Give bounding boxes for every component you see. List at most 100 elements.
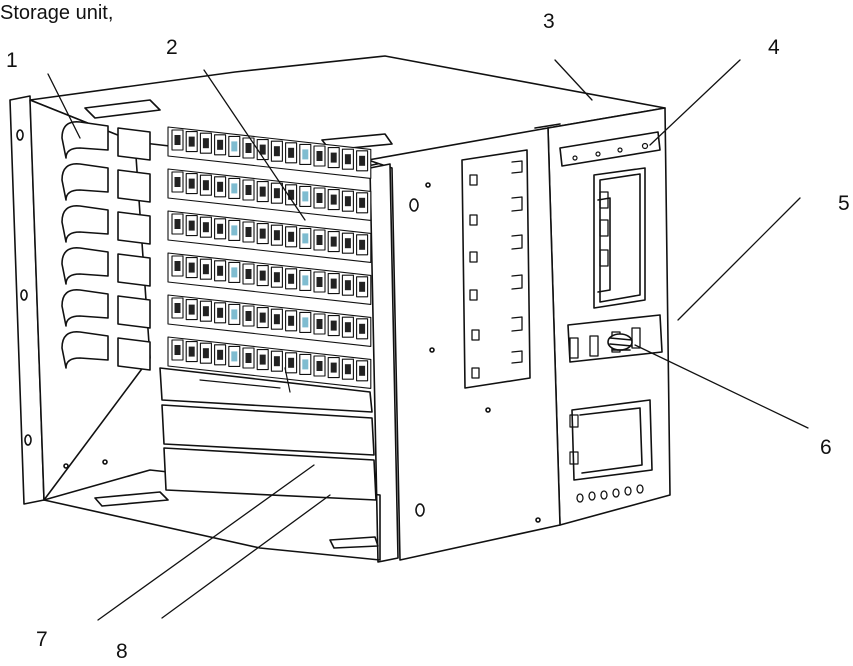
adapter-port-core bbox=[288, 231, 295, 242]
adapter-port-core bbox=[174, 261, 181, 271]
adapter-port-core bbox=[259, 312, 266, 323]
adapter-port-core bbox=[330, 152, 337, 163]
adapter-port-core bbox=[344, 196, 351, 207]
adapter-panel bbox=[167, 126, 372, 389]
adapter-port-core bbox=[231, 225, 238, 236]
bracket-holes bbox=[572, 142, 649, 161]
adapter-port-core bbox=[217, 349, 224, 360]
adapter-port-core bbox=[202, 348, 209, 359]
adapter-port-core bbox=[245, 227, 252, 237]
diagram-title: Storage unit, bbox=[0, 2, 114, 24]
adapter-port-core bbox=[273, 272, 280, 283]
flange-hole bbox=[415, 503, 425, 517]
adapter-port-core bbox=[316, 319, 323, 329]
adapter-port-core bbox=[259, 354, 266, 365]
adapter-port-core bbox=[330, 194, 337, 205]
side-port-holes bbox=[576, 484, 644, 503]
adapter-port-core bbox=[359, 155, 366, 166]
callout-3: 3 bbox=[543, 10, 555, 33]
adapter-port-core bbox=[231, 309, 238, 320]
adapter-port-core bbox=[273, 188, 280, 199]
adapter-port-core bbox=[202, 222, 209, 233]
adapter-port-core bbox=[302, 275, 309, 286]
top-bracket bbox=[559, 131, 661, 167]
adapter-port-core bbox=[259, 270, 266, 281]
adapter-port-core bbox=[359, 239, 366, 250]
adapter-port-core bbox=[288, 315, 295, 326]
flange-hole bbox=[24, 434, 32, 446]
adapter-port-core bbox=[330, 320, 337, 331]
adapter-port-core bbox=[359, 281, 366, 292]
adapter-port-core bbox=[359, 197, 366, 208]
adapter-port-core bbox=[174, 135, 181, 145]
adapter-port-core bbox=[174, 177, 181, 187]
adapter-port-core bbox=[316, 361, 323, 371]
adapter-port-core bbox=[259, 186, 266, 197]
adapter-port-core bbox=[188, 178, 195, 189]
inner-window-upper bbox=[593, 167, 646, 309]
adapter-row bbox=[167, 294, 372, 347]
adapter-port-core bbox=[245, 269, 252, 279]
storage-trays bbox=[159, 367, 377, 501]
adapter-port-core bbox=[273, 314, 280, 325]
callout-6: 6 bbox=[820, 436, 832, 459]
adapter-port-core bbox=[344, 238, 351, 249]
adapter-port-core bbox=[316, 193, 323, 203]
adapter-port-core bbox=[302, 359, 309, 370]
adapter-port-core bbox=[288, 273, 295, 284]
cable-guides bbox=[61, 121, 109, 369]
adapter-port-core bbox=[188, 304, 195, 315]
adapter-port-core bbox=[359, 323, 366, 334]
adapter-port-core bbox=[316, 277, 323, 287]
adapter-port-core bbox=[259, 228, 266, 239]
adapter-port-core bbox=[302, 233, 309, 244]
adapter-port-core bbox=[273, 230, 280, 241]
adapter-port-core bbox=[330, 362, 337, 373]
adapter-port-core bbox=[231, 267, 238, 278]
adapter-row bbox=[167, 168, 372, 221]
adapter-port-core bbox=[217, 181, 224, 192]
adapter-port-core bbox=[245, 185, 252, 195]
cassette-rails bbox=[117, 127, 151, 371]
door-slots bbox=[469, 160, 523, 379]
adapter-port-core bbox=[302, 317, 309, 328]
adapter-row bbox=[167, 252, 372, 305]
adapter-port-core bbox=[344, 364, 351, 375]
callout-4: 4 bbox=[768, 36, 780, 59]
adapter-port-core bbox=[231, 183, 238, 194]
adapter-port-core bbox=[302, 149, 309, 160]
adapter-port-core bbox=[202, 306, 209, 317]
adapter-port-core bbox=[288, 189, 295, 200]
adapter-port-core bbox=[344, 322, 351, 333]
bottom-tray bbox=[43, 469, 381, 561]
bottom-slot bbox=[94, 491, 169, 507]
adapter-port-core bbox=[217, 307, 224, 318]
callout-7: 7 bbox=[36, 628, 48, 651]
adapter-port-core bbox=[273, 146, 280, 157]
adapter-port-core bbox=[174, 303, 181, 313]
adapter-port-core bbox=[259, 144, 266, 155]
lower-opening bbox=[571, 399, 653, 481]
adapter-port-core bbox=[174, 345, 181, 355]
bottom-slot-front bbox=[329, 536, 379, 549]
flange-hole bbox=[409, 198, 419, 212]
door-slot-plate bbox=[461, 149, 531, 389]
adapter-port-core bbox=[202, 264, 209, 275]
callout-8: 8 bbox=[116, 640, 128, 663]
adapter-port-core bbox=[188, 136, 195, 147]
flange-hole bbox=[20, 289, 28, 301]
leader-lines bbox=[47, 59, 809, 621]
adapter-port-core bbox=[330, 236, 337, 247]
adapter-port-core bbox=[245, 353, 252, 363]
adapter-port-core bbox=[344, 154, 351, 165]
adapter-port-core bbox=[202, 180, 209, 191]
right-mounting-flange bbox=[369, 163, 399, 563]
adapter-port-core bbox=[202, 138, 209, 149]
adapter-port-core bbox=[217, 265, 224, 276]
adapter-port-core bbox=[245, 143, 252, 153]
adapter-port-core bbox=[231, 141, 238, 152]
adapter-port-core bbox=[188, 262, 195, 273]
adapter-port-core bbox=[316, 151, 323, 161]
adapter-port-core bbox=[359, 365, 366, 376]
